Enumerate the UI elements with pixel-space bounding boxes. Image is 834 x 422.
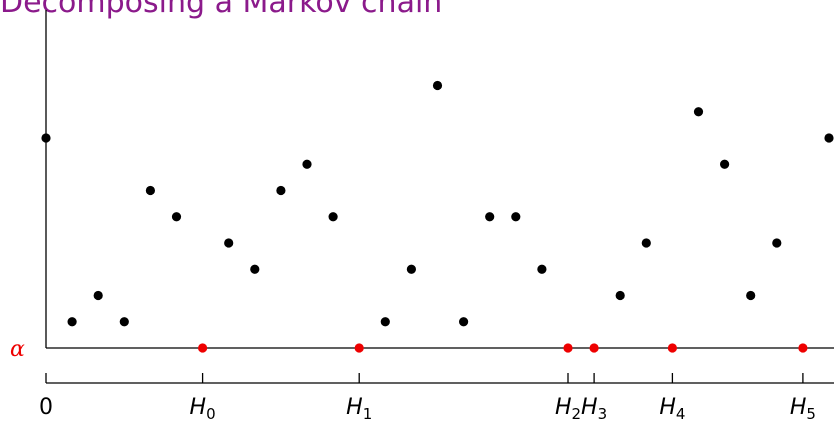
- chain-point-1: [67, 317, 77, 327]
- time-tick-label-4: H3: [581, 395, 607, 422]
- hit-point-5: [798, 343, 808, 353]
- chain-point-21: [720, 159, 730, 169]
- time-tick-label-5: H4: [659, 395, 685, 422]
- chain-point-7: [250, 264, 260, 274]
- time-tick-label-2: H1: [346, 395, 372, 422]
- chain-point-16: [511, 212, 521, 222]
- hit-point-1: [354, 343, 364, 353]
- chain-point-12: [406, 264, 416, 274]
- chain-point-22: [746, 290, 756, 301]
- chain-point-20: [693, 107, 704, 117]
- time-tick-label-3: H2: [555, 395, 581, 422]
- time-axis-ticks: [45, 373, 804, 383]
- hitting-points: [198, 343, 808, 353]
- chain-point-18: [615, 290, 625, 301]
- hit-point-0: [198, 343, 208, 353]
- chain-point-4: [145, 185, 155, 196]
- chain-point-8: [276, 185, 286, 196]
- chain-point-9: [302, 159, 312, 169]
- chain-point-19: [641, 238, 651, 248]
- slide-title: Decomposing a Markov chain: [0, 0, 443, 20]
- chain-point-23: [772, 238, 782, 248]
- hit-point-3: [589, 343, 599, 353]
- chain-point-5: [171, 212, 182, 222]
- alpha-label: α: [10, 337, 25, 362]
- chain-point-15: [485, 212, 495, 222]
- time-tick-label-0: 0: [39, 395, 53, 420]
- chain-point-11: [380, 317, 390, 327]
- chain-point-13: [432, 80, 443, 91]
- chain-point-6: [224, 238, 234, 248]
- chain-point-24: [824, 133, 834, 143]
- chain-points: [41, 80, 834, 327]
- hit-point-2: [563, 343, 573, 353]
- hit-point-4: [667, 343, 678, 353]
- chain-point-0: [41, 133, 51, 143]
- chain-point-10: [328, 212, 338, 222]
- time-tick-label-1: H0: [190, 395, 216, 422]
- chain-point-3: [119, 317, 129, 327]
- time-tick-label-6: H5: [790, 395, 816, 422]
- chain-point-14: [459, 317, 469, 327]
- chain-point-17: [537, 264, 547, 274]
- chain-point-2: [93, 290, 103, 301]
